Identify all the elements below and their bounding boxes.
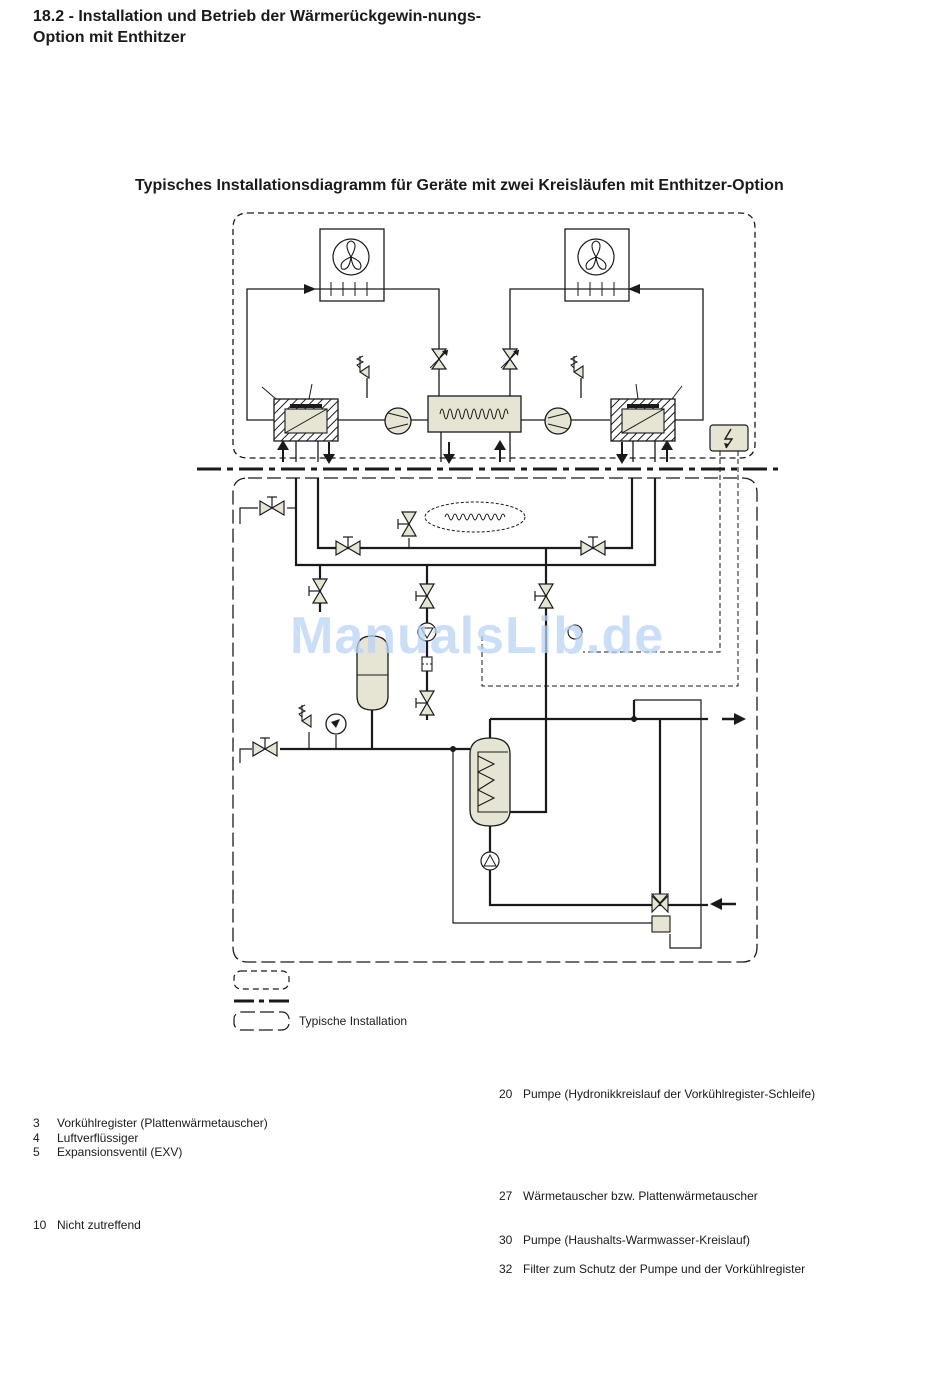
flow-arrow-left xyxy=(304,284,316,294)
valve-drop-left xyxy=(308,578,328,604)
valve-drop-center xyxy=(415,583,435,609)
section-heading: 18.2 - Installation und Betrieb der Wärm… xyxy=(33,8,482,46)
valve-drop-right xyxy=(534,583,554,609)
manometer-icon xyxy=(325,713,347,735)
pump-20-icon xyxy=(417,622,437,642)
compressor-right xyxy=(544,407,572,435)
outdoor-unit-boundary xyxy=(232,212,756,459)
valve-left-loop xyxy=(335,536,361,556)
legend-typical-installation: Typische Installation xyxy=(299,1014,408,1028)
expansion-valve-left xyxy=(429,348,449,370)
thin-piping xyxy=(239,507,702,949)
diagram-title: Typisches Installationsdiagramm für Gerä… xyxy=(135,177,784,194)
flow-arrow-right xyxy=(628,284,640,294)
bypass-valve xyxy=(397,511,417,537)
expansion-vessel xyxy=(356,635,389,711)
watermark: ManualsLib.de xyxy=(290,607,665,665)
cold-water-inlet-arrow xyxy=(710,898,736,910)
filter-32-icon xyxy=(421,656,433,672)
desuperheater-coil xyxy=(424,501,526,533)
air-condenser-left xyxy=(319,228,385,302)
connection-stubs xyxy=(295,432,656,462)
hot-water-tank xyxy=(469,737,511,827)
control-wiring xyxy=(481,451,739,687)
plate-heat-exchanger-right xyxy=(610,383,683,442)
electrical-box xyxy=(709,424,749,452)
valve-lower-center xyxy=(415,690,435,716)
air-condenser-right xyxy=(564,228,630,302)
evaporator xyxy=(427,395,522,433)
plate-heat-exchanger-left xyxy=(261,383,339,442)
compressor-left xyxy=(384,407,412,435)
water-connection-arrows xyxy=(277,440,673,464)
typical-installation-boundary xyxy=(232,477,758,963)
hot-water-outlet-arrow xyxy=(722,713,746,725)
legend xyxy=(233,970,290,1031)
water-piping xyxy=(280,478,708,907)
relief-valve-left xyxy=(356,355,370,379)
relief-valve-water xyxy=(298,704,312,728)
shutoff-valve-bottom-left xyxy=(252,737,278,757)
relief-valve-right xyxy=(570,355,584,379)
three-way-valve xyxy=(650,893,671,933)
shutoff-valve-top-left xyxy=(259,496,285,516)
expansion-valve-right xyxy=(500,348,520,370)
sensor-right xyxy=(567,624,583,640)
valve-right-loop xyxy=(580,536,606,556)
pump-30-icon xyxy=(480,851,500,871)
